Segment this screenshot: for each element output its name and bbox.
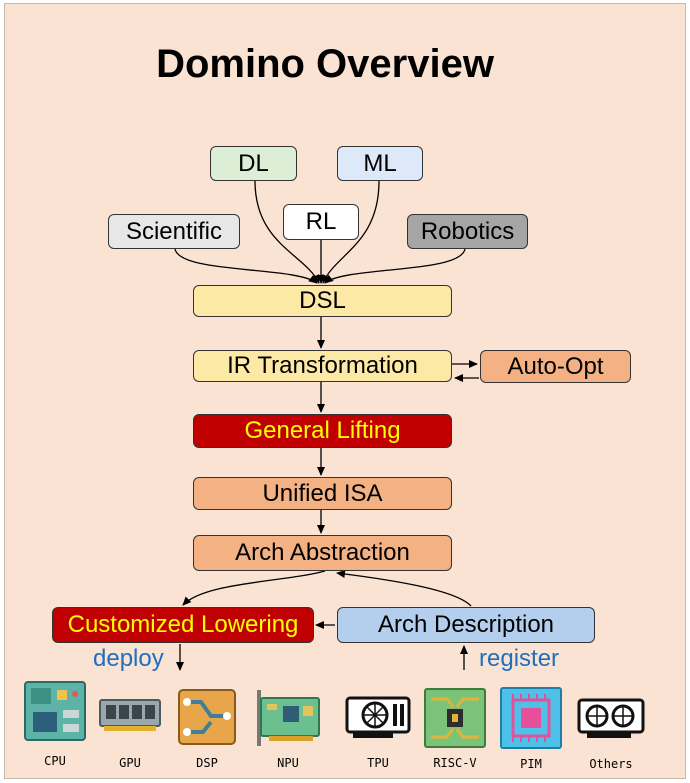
- pim-icon: [500, 687, 562, 749]
- domain-label-robotics: Robotics: [420, 217, 515, 245]
- unified-isa-box: Unified ISA: [193, 477, 452, 510]
- arrow-archabs-to-lowering: [182, 570, 326, 606]
- domain-box-robotics: Robotics: [407, 214, 528, 249]
- domain-box-rl: RL: [283, 204, 359, 240]
- arrow-scientific-to-dsl: [174, 248, 318, 284]
- auto-opt-label: Auto-Opt: [507, 352, 604, 380]
- general-lifting-box: General Lifting: [193, 414, 452, 448]
- diagram-canvas: Domino Overview DL M: [4, 3, 686, 779]
- deploy-label: deploy: [93, 645, 164, 672]
- dsl-label: DSL: [299, 287, 346, 314]
- hw-label-dsp: DSP: [196, 756, 218, 770]
- hw-label-pim: PIM: [520, 757, 542, 771]
- gpu-icon: [99, 699, 161, 731]
- arch-description-label: Arch Description: [377, 611, 555, 638]
- diagram-title: Domino Overview: [156, 42, 494, 86]
- unified-isa-label: Unified ISA: [262, 479, 383, 507]
- risc-v-icon: [424, 688, 486, 748]
- domain-box-dl: DL: [210, 146, 297, 181]
- domain-box-scientific: Scientific: [108, 214, 240, 249]
- others-gpu-card-icon: [577, 698, 645, 738]
- domain-box-ml: ML: [337, 146, 423, 181]
- arrow-robotics-to-dsl: [324, 248, 466, 284]
- dsl-box: DSL: [193, 285, 452, 317]
- hw-label-risc-v: RISC-V: [433, 756, 477, 770]
- cpu-icon: [24, 681, 86, 741]
- domain-label-scientific: Scientific: [125, 217, 223, 245]
- arch-abstraction-box: Arch Abstraction: [193, 535, 452, 571]
- domain-label-rl: RL: [305, 208, 337, 235]
- dsp-icon: [178, 689, 236, 745]
- arch-description-box: Arch Description: [337, 607, 595, 643]
- hw-label-gpu: GPU: [119, 756, 141, 770]
- auto-opt-box: Auto-Opt: [480, 350, 631, 383]
- arrow-archdesc-to-archabs: [336, 570, 472, 607]
- domain-label-ml: ML: [363, 149, 397, 177]
- hw-label-others: Others: [589, 757, 633, 771]
- domain-label-dl: DL: [238, 149, 269, 177]
- customized-lowering-label: Customized Lowering: [67, 611, 299, 638]
- tpu-icon: [345, 696, 411, 738]
- npu-icon: [257, 690, 320, 746]
- register-label: register: [479, 645, 560, 672]
- customized-lowering-box: Customized Lowering: [52, 607, 314, 643]
- arch-abstraction-label: Arch Abstraction: [235, 539, 410, 566]
- arrow-layer: [174, 180, 479, 671]
- hw-label-cpu: CPU: [44, 754, 66, 768]
- hw-label-npu: NPU: [277, 756, 299, 770]
- ir-transformation-label: IR Transformation: [227, 352, 418, 379]
- hw-label-tpu: TPU: [367, 756, 389, 770]
- general-lifting-label: General Lifting: [244, 417, 401, 444]
- arrow-dl-to-dsl: [254, 180, 320, 284]
- ir-transformation-box: IR Transformation: [193, 350, 452, 382]
- arrow-ml-to-dsl: [322, 180, 380, 284]
